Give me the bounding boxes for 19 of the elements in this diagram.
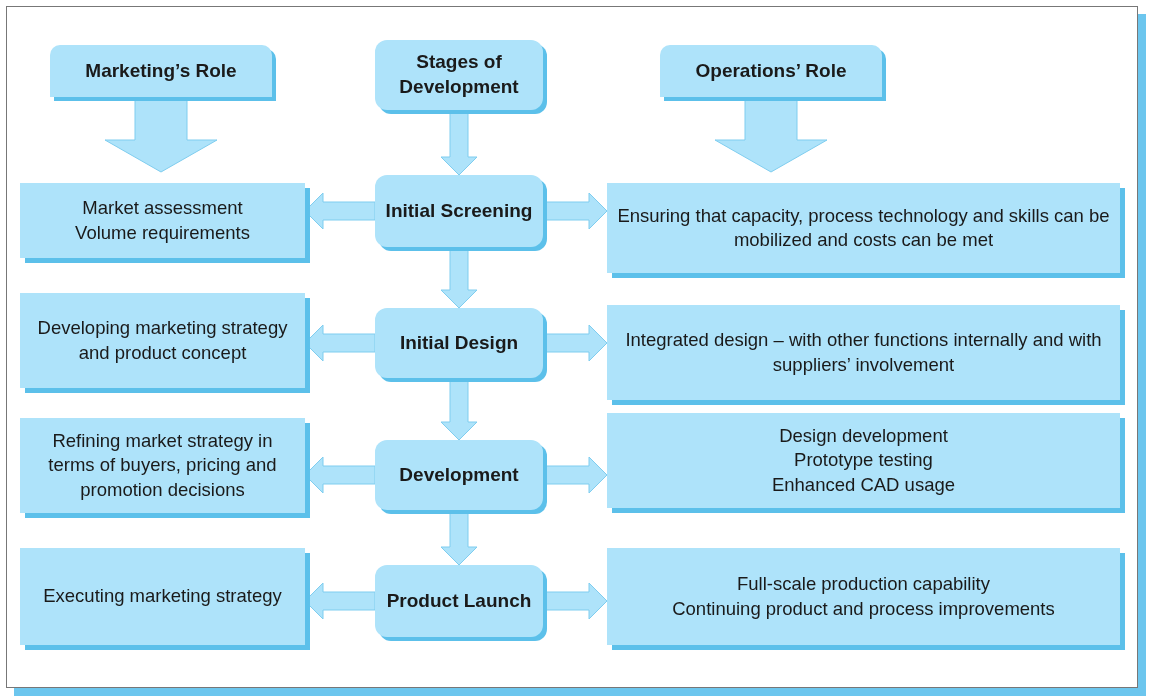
node-text: Developing marketing strategy and product concept [36,316,289,365]
node-text: Initial Screening [385,198,533,223]
node-text: Operations’ Role [695,58,847,83]
node-text: Continuing product and process improvements [672,596,1055,621]
node-text: Enhanced CAD usage [771,472,956,497]
node-text: Integrated design – with other functions internally and with suppliers’ involvement [624,328,1103,377]
node-text: Marketing’s Role [85,58,237,83]
node-text: Full-scale production capability [737,572,990,597]
node-text: Stages of Development [398,50,520,99]
node-text: Executing marketing strategy [43,584,282,609]
node-text: Volume requirements [75,220,250,245]
node-text: Product Launch [386,588,532,613]
node-text: Design development [779,424,948,449]
node-text: Refining market strategy in terms of buyers, pricing and promotion decisions [47,429,278,502]
node-text: Ensuring that capacity, process technology and skills can be mobilized and costs can be met [616,203,1111,252]
node-text: Initial Design [399,330,519,355]
node-text: Prototype testing [794,448,933,473]
node-text: Development [399,462,519,487]
node-text: Market assessment [82,196,243,221]
